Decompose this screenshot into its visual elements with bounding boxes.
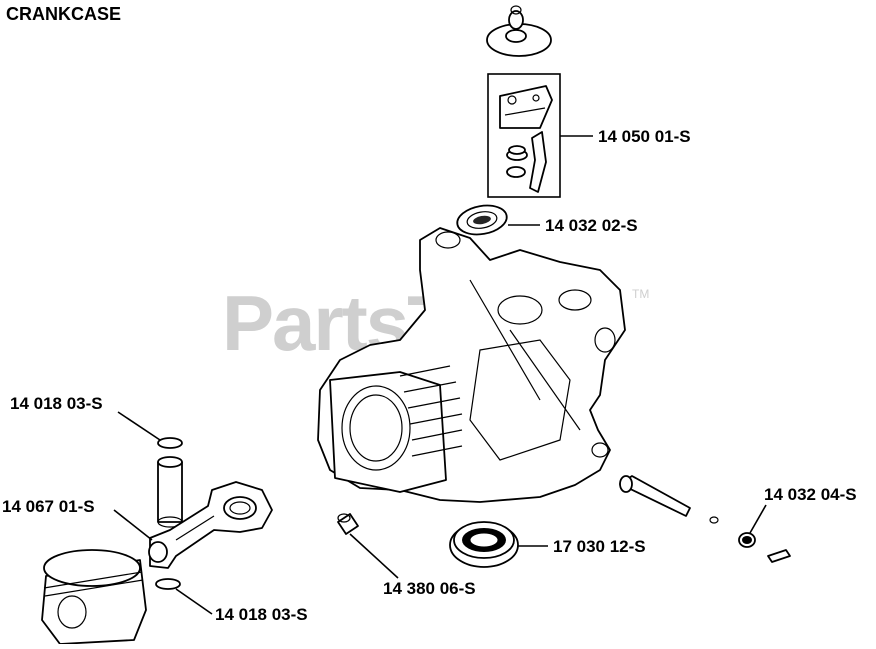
page-title: CRANKCASE — [6, 4, 121, 24]
ring-lower-illustration — [155, 578, 181, 590]
governor-gear-illustration — [486, 5, 552, 57]
bolt-illustration — [619, 475, 791, 563]
callout-ring-lower: 14 018 03-S — [215, 605, 308, 624]
dowel-pin-illustration — [337, 513, 359, 535]
callout-dowel-pin: 14 380 06-S — [383, 579, 476, 598]
callout-oil-seal-side: 14 032 04-S — [764, 485, 857, 504]
crankcase-illustration — [317, 227, 626, 503]
leader-ring-upper — [117, 411, 161, 441]
piston-pin-illustration — [157, 456, 183, 528]
callout-ring-upper: 14 018 03-S — [10, 394, 103, 413]
callout-connecting-rod: 14 067 01-S — [2, 497, 95, 516]
leader-oil-seal-side — [749, 504, 767, 534]
callout-oil-seal-top: 14 032 02-S — [545, 216, 638, 235]
leader-ring-lower — [175, 588, 213, 615]
ring-upper-illustration — [157, 437, 183, 449]
callout-gasket-kit: 14 050 01-S — [598, 127, 691, 146]
connecting-rod-illustration — [148, 481, 273, 569]
gasket-kit-box — [487, 73, 561, 198]
leader-connecting-rod — [113, 509, 153, 541]
watermark-trademark: TM — [632, 287, 649, 301]
piston-illustration — [41, 549, 147, 645]
callout-bearing: 17 030 12-S — [553, 537, 646, 556]
oil-seal-top-illustration — [456, 204, 508, 236]
bearing-illustration — [449, 521, 519, 568]
oil-seal-side-illustration — [738, 532, 756, 548]
leader-dowel-pin — [349, 533, 399, 579]
